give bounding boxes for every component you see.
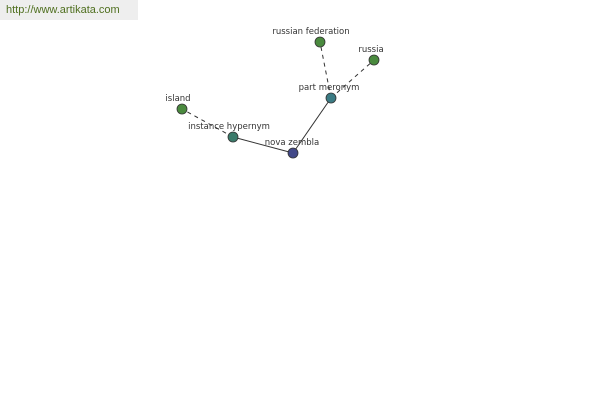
source-url-banner: http://www.artikata.com	[0, 0, 138, 20]
node-label-russia: russia	[358, 45, 383, 55]
node-part-meronym[interactable]	[325, 92, 337, 104]
edge-nova-zembla-to-part-meronym	[292, 97, 332, 154]
labels-layer: nova zembla part meronym instance hypernym…	[165, 27, 383, 148]
edge-part-meronym-to-russia	[330, 59, 375, 99]
node-instance-hypernym[interactable]	[227, 131, 239, 143]
edge-nova-zembla-to-instance-hypernym	[232, 136, 294, 154]
node-island[interactable]	[176, 103, 188, 115]
node-label-instance-hypernym: instance hypernym	[188, 122, 270, 132]
node-russia[interactable]	[368, 54, 380, 66]
source-url-link[interactable]: http://www.artikata.com	[6, 4, 120, 16]
node-nova-zembla[interactable]	[287, 147, 299, 159]
node-label-russian-federation: russian federation	[272, 27, 349, 37]
edges-layer	[181, 41, 375, 154]
edge-instance-hypernym-to-island	[181, 108, 234, 138]
node-label-nova-zembla: nova zembla	[265, 138, 319, 148]
node-label-island: island	[165, 94, 190, 104]
node-label-part-meronym: part meronym	[299, 83, 360, 93]
nodes-layer	[176, 36, 380, 159]
edge-part-meronym-to-russian-federation	[319, 41, 332, 99]
node-russian-federation[interactable]	[314, 36, 326, 48]
